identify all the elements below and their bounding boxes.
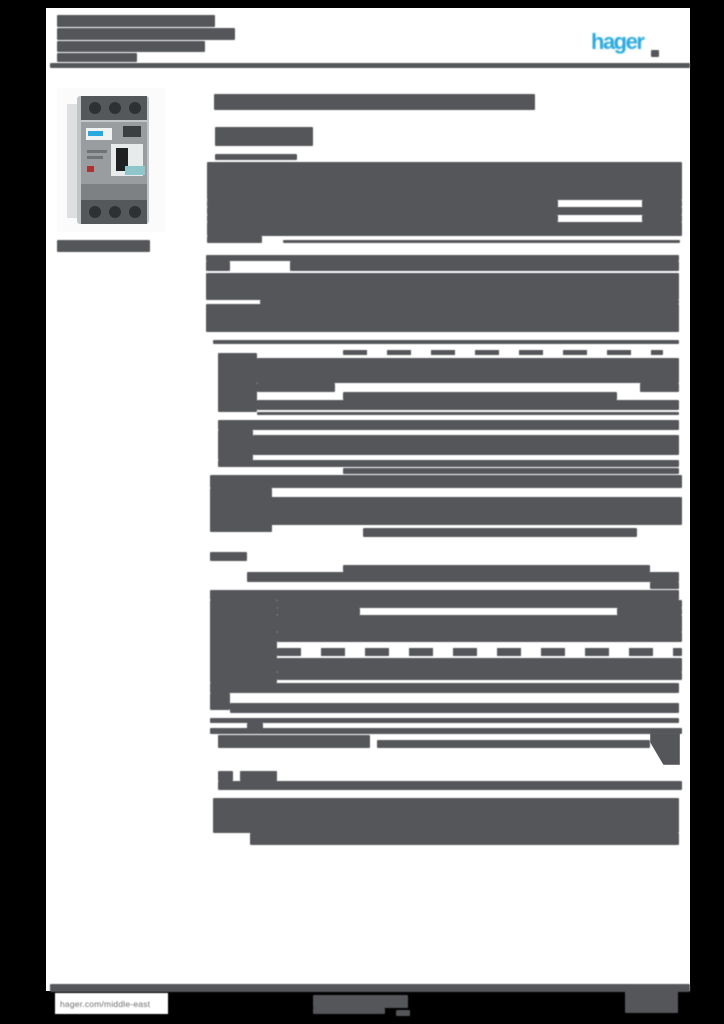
header-line bbox=[57, 53, 137, 62]
page-margin-left bbox=[0, 0, 46, 1024]
header-line bbox=[57, 15, 215, 27]
spec-row-bar bbox=[207, 236, 262, 243]
footer-center-bar bbox=[396, 1010, 410, 1016]
spec-row-bar bbox=[253, 435, 679, 455]
logo-descender bbox=[651, 50, 659, 57]
page-margin-top bbox=[0, 0, 724, 8]
header-rule bbox=[50, 63, 690, 68]
spec-row-bar bbox=[210, 475, 682, 488]
hager-logo: hager bbox=[591, 29, 645, 54]
footer-center-bar bbox=[313, 1008, 385, 1014]
spec-row-bar bbox=[277, 672, 682, 680]
spec-label-bar bbox=[210, 600, 277, 683]
photo-caption-bar bbox=[57, 240, 150, 252]
spec-label-bar bbox=[218, 430, 253, 460]
footer-center-bar bbox=[313, 995, 408, 1008]
spec-row-bar bbox=[642, 215, 682, 222]
spec-row-bar bbox=[210, 728, 682, 734]
spec-row-bar bbox=[277, 608, 360, 615]
spec-label-bar bbox=[218, 353, 257, 412]
spec-row-bar bbox=[343, 468, 679, 474]
spec-row-bar bbox=[213, 798, 679, 833]
spec-row-bar bbox=[277, 648, 682, 656]
spec-row-bar bbox=[343, 350, 663, 355]
section-header-bar bbox=[210, 552, 247, 561]
spec-row-bar bbox=[277, 658, 682, 672]
spec-row-bar bbox=[218, 460, 679, 467]
spec-row-bar bbox=[277, 600, 682, 608]
spec-row-bar bbox=[206, 261, 230, 271]
spec-row-bar bbox=[617, 608, 682, 615]
spec-row-bar bbox=[250, 833, 679, 845]
spec-label-bar bbox=[218, 771, 233, 781]
footer-link-text: hager.com/middle-east bbox=[60, 998, 151, 1009]
spec-label-bar bbox=[240, 771, 277, 781]
spec-row-bar bbox=[363, 528, 637, 537]
spec-row-bar bbox=[215, 154, 297, 160]
spec-row-bar bbox=[640, 383, 679, 392]
doc-title-bar bbox=[214, 94, 535, 110]
footer-right-bar bbox=[625, 991, 678, 1013]
spec-row-bar bbox=[207, 162, 682, 200]
spec-row-bar bbox=[218, 781, 682, 790]
spec-row-bar bbox=[210, 683, 679, 693]
spec-row-bar bbox=[218, 420, 679, 430]
spec-row-bar bbox=[290, 261, 679, 271]
spec-row-bar bbox=[207, 222, 682, 236]
spec-row-bar bbox=[207, 215, 558, 222]
section-subtitle-bar bbox=[215, 127, 313, 146]
spec-row-bar bbox=[277, 615, 682, 632]
spec-row-bar bbox=[257, 358, 679, 383]
spec-row-bar bbox=[210, 590, 679, 600]
section-header-bar bbox=[218, 735, 370, 748]
spec-row-bar bbox=[230, 703, 679, 713]
spec-row-bar bbox=[213, 340, 679, 344]
spec-row-bar bbox=[343, 392, 617, 400]
spec-row-bar bbox=[257, 412, 679, 415]
spec-row-bar bbox=[210, 718, 679, 723]
spec-row-bar bbox=[283, 240, 680, 243]
footer-link[interactable]: hager.com/middle-east bbox=[55, 993, 168, 1014]
spec-row-bar bbox=[210, 497, 682, 525]
spec-label-bar bbox=[247, 723, 263, 730]
product-image bbox=[57, 88, 165, 232]
spec-row-bar bbox=[247, 572, 679, 582]
footer-rule bbox=[50, 984, 690, 992]
page-margin-right bbox=[690, 0, 724, 1024]
spec-row-bar bbox=[207, 207, 682, 215]
spec-row-bar bbox=[277, 632, 682, 642]
spec-row-bar bbox=[206, 304, 679, 332]
spec-row-bar bbox=[206, 273, 679, 300]
spec-row-bar bbox=[207, 200, 558, 207]
spec-row-bar bbox=[257, 400, 679, 410]
spec-row-bar bbox=[257, 383, 335, 392]
spec-row-bar bbox=[206, 255, 679, 261]
spec-row-bar bbox=[343, 565, 650, 572]
spec-row-bar bbox=[377, 740, 650, 748]
header-line bbox=[57, 28, 235, 40]
spec-label-bar bbox=[210, 693, 230, 710]
spec-row-bar bbox=[650, 582, 679, 589]
spec-row-bar bbox=[260, 300, 679, 304]
header-line bbox=[57, 41, 205, 52]
spec-row-bar bbox=[642, 200, 682, 207]
